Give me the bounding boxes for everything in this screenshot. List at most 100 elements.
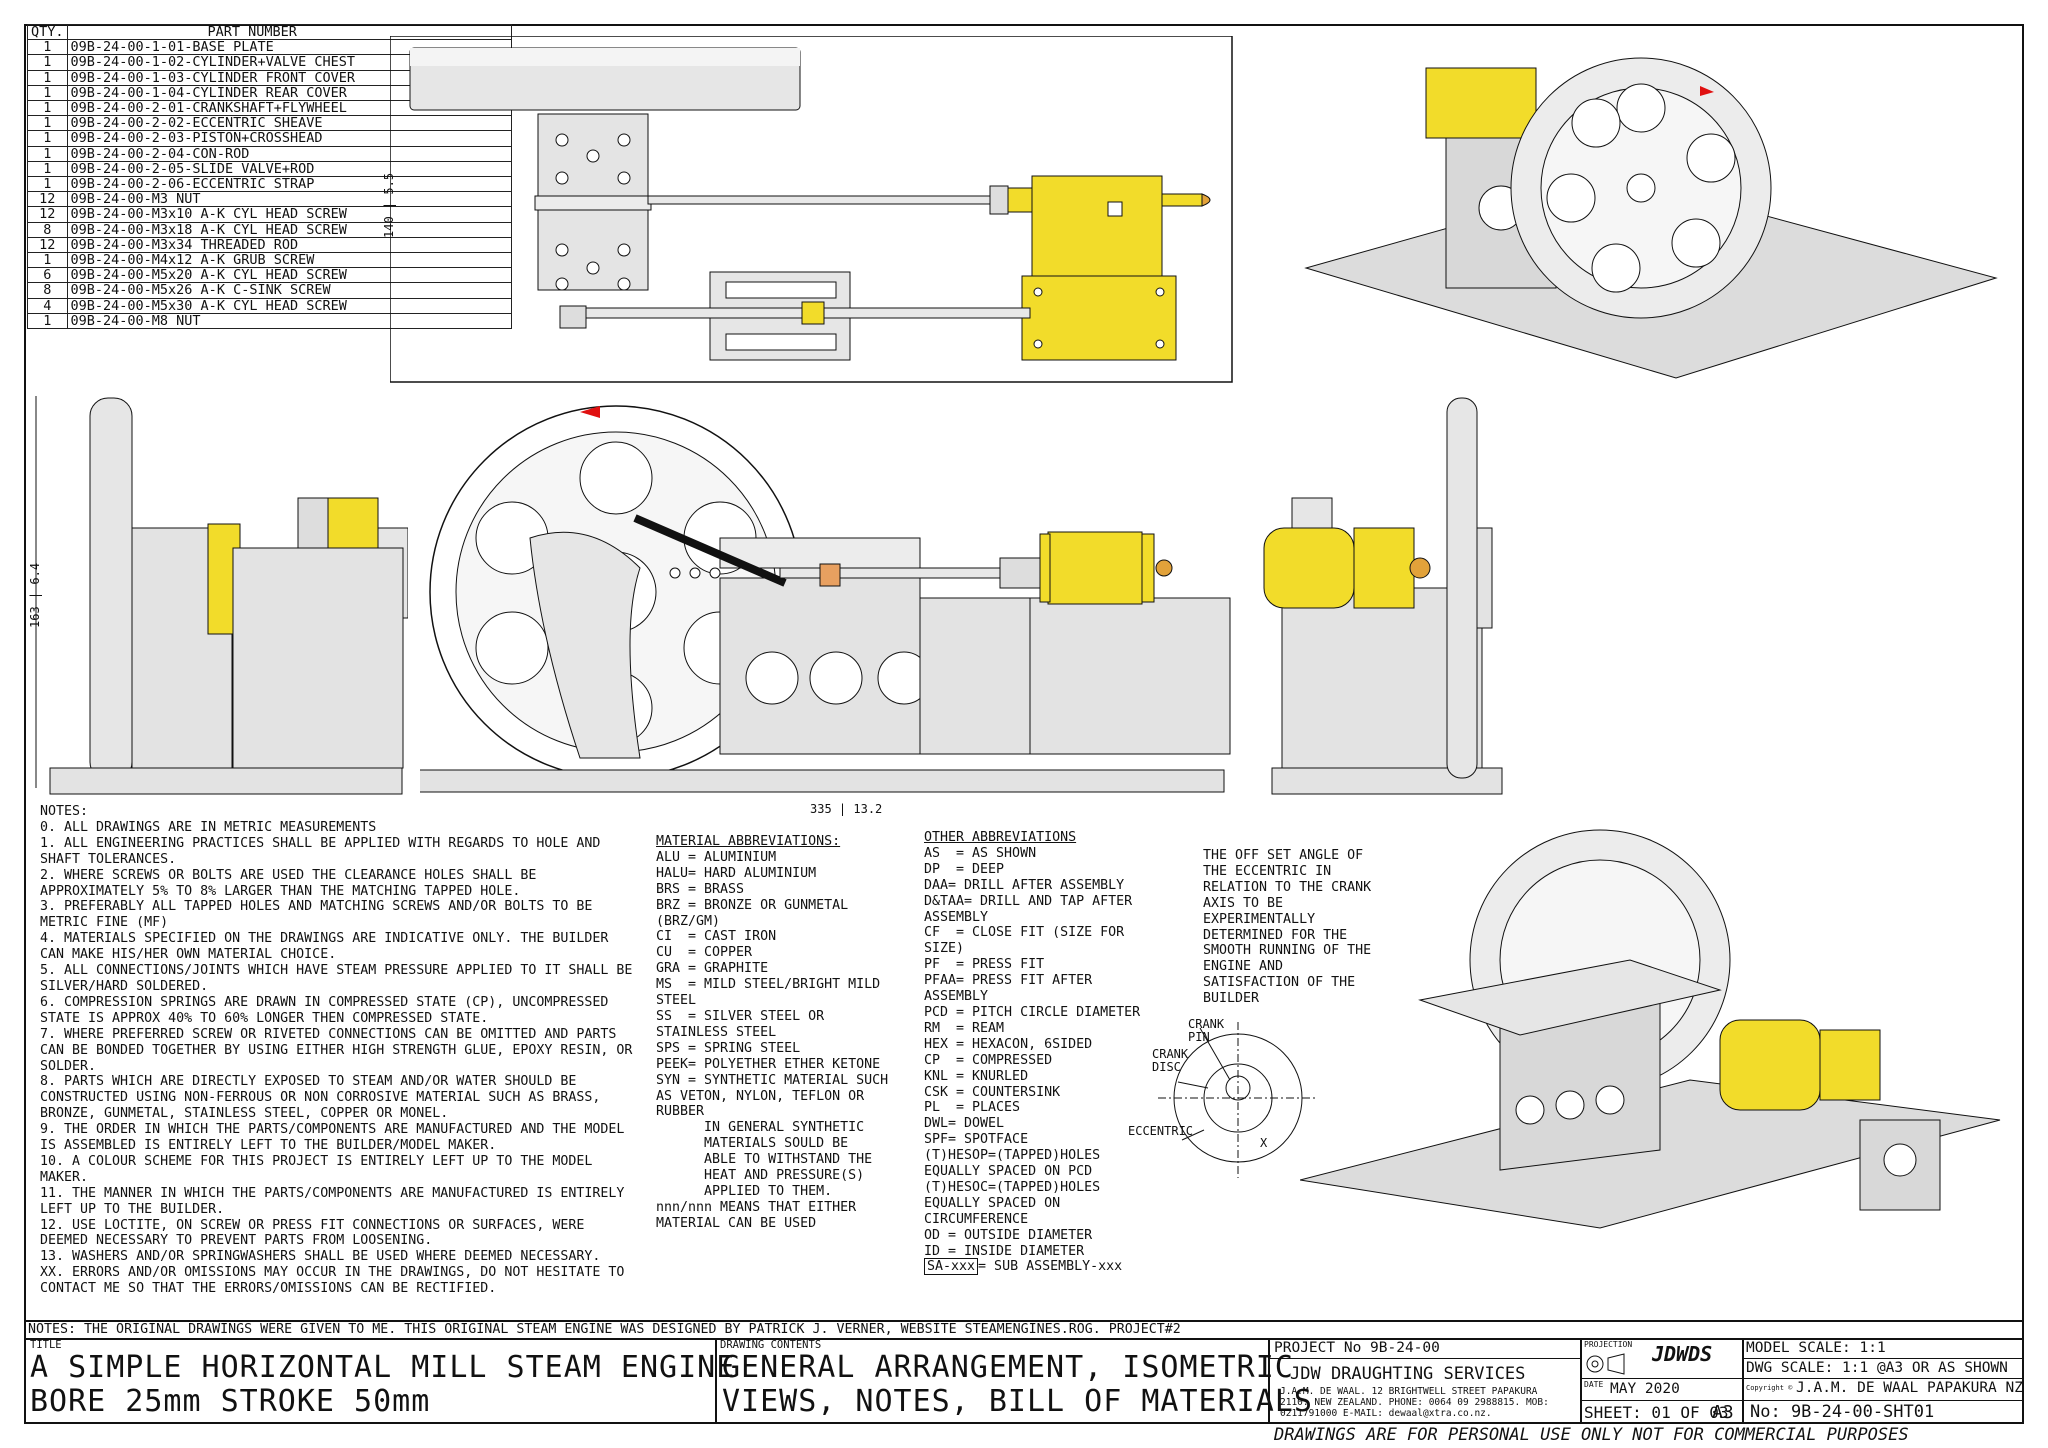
bom-qty: 6	[27, 267, 68, 284]
contents-line1: GENERAL ARRANGEMENT, ISOMETRIC	[722, 1350, 1294, 1385]
side-height-in: 6.4	[28, 562, 42, 585]
drawing-number: No: 9B-24-00-SHT01	[1750, 1402, 1935, 1422]
bom-qty: 4	[27, 297, 68, 314]
notes-body: 0. ALL DRAWINGS ARE IN METRIC MEASUREMEN…	[40, 819, 633, 1297]
bom-qty: 12	[27, 191, 68, 208]
drawing-date: MAY 2020	[1610, 1381, 1680, 1397]
projection-label: PROJECTION	[1584, 1340, 1633, 1349]
bom-qty: 1	[27, 84, 68, 102]
date-label: DATE	[1584, 1380, 1604, 1389]
title-block-divider-3	[1580, 1338, 1582, 1424]
drawing-title-line1: A SIMPLE HORIZONTAL MILL STEAM ENGINE	[30, 1350, 736, 1385]
drawing-scale: DWG SCALE: 1:1 @A3 OR AS SHOWN	[1746, 1360, 2008, 1376]
title-block-divider-2	[1268, 1338, 1270, 1424]
right-end-view-drawing	[1263, 397, 1503, 795]
address-line2: 2110. NEW ZEALAND. PHONE: 0064 09 298881…	[1280, 1397, 1549, 1408]
footer-note: NOTES: THE ORIGINAL DRAWINGS WERE GIVEN …	[28, 1322, 1181, 1337]
isometric-view-bottom	[1300, 829, 2001, 1229]
project-number: PROJECT No 9B-24-00	[1274, 1340, 1440, 1356]
copyright-label: Copyright ©	[1746, 1384, 1793, 1392]
sheet-size: A3	[1712, 1402, 1734, 1423]
front-view-drawing	[420, 405, 1231, 793]
title-block-scale-line	[1742, 1358, 2024, 1359]
title-label: TITLE	[30, 1339, 62, 1351]
bom-qty: 1	[27, 115, 68, 132]
x-dimension-label: X	[1260, 1136, 1268, 1150]
title-block-project-line	[1268, 1358, 1580, 1359]
material-body: ALU = ALUMINIUM HALU= HARD ALUMINIUM BRS…	[656, 849, 889, 1231]
bom-qty: 1	[27, 130, 68, 147]
bom-qty: 1	[27, 312, 68, 330]
bom-part-number: 09B-24-00-2-06-ECCENTRIC STRAP	[66, 176, 512, 193]
model-scale: MODEL SCALE: 1:1	[1746, 1340, 1886, 1356]
material-title: MATERIAL ABBREVIATIONS:	[656, 834, 841, 849]
bom-qty: 12	[27, 206, 68, 223]
drawing-title-line2: BORE 25mm STROKE 50mm	[30, 1384, 431, 1419]
address-line3: 0211791000 E-MAIL: dewaal@xtra.co.nz.	[1280, 1408, 1492, 1419]
title-block-sheet-line	[1580, 1400, 2024, 1401]
isometric-view-top	[1304, 57, 1998, 379]
bom-part-number: 09B-24-00-M8 NUT	[66, 312, 512, 330]
bom-qty-header: QTY.	[27, 23, 68, 41]
bom-qty: 1	[27, 54, 68, 71]
other-title: OTHER ABBREVIATIONS	[924, 830, 1077, 845]
sheet-number: SHEET: 01 OF 03	[1584, 1403, 1729, 1422]
notes-title: NOTES:	[40, 804, 89, 819]
length-mm: 335	[810, 802, 832, 816]
copyright-owner: J.A.M. DE WAAL PAPAKURA NZ	[1796, 1380, 2023, 1396]
bom-part-number: 09B-24-00-M5x30 A-K CYL HEAD SCREW	[66, 297, 512, 314]
company-logo: JDWDS	[1652, 1342, 1713, 1366]
side-height-mm: 163	[28, 606, 42, 628]
notes-block: NOTES: 0. ALL DRAWINGS ARE IN METRIC MEA…	[40, 804, 640, 1297]
bom-part-number: 09B-24-00-2-03-PISTON+CROSSHEAD	[66, 130, 512, 147]
top-height-dimension: 140 | 5.5	[382, 172, 396, 238]
title-block-date-line	[1580, 1378, 2024, 1379]
top-height-mm: 140	[382, 216, 396, 238]
bom-qty: 1	[27, 160, 68, 178]
bom-qty: 1	[27, 39, 68, 56]
side-height-dimension: 163 | 6.4	[28, 562, 42, 628]
footer-divider	[24, 1320, 2024, 1322]
top-view-drawing	[390, 36, 1233, 383]
bom-part-number: 09B-24-00-M3x10 A-K CYL HEAD SCREW	[66, 206, 512, 223]
sub-assembly-box: SA-xxx	[924, 1258, 979, 1276]
bom-qty: 8	[27, 282, 68, 299]
bom-part-number: 09B-24-00-2-02-ECCENTRIC SHEAVE	[66, 115, 512, 132]
bom-qty: 1	[27, 69, 68, 86]
bom-part-number: 09B-24-00-2-05-SLIDE VALVE+ROD	[66, 160, 512, 178]
bom-part-number: 09B-24-00-M3x18 A-K CYL HEAD SCREW	[66, 221, 512, 238]
bom-qty: 1	[27, 176, 68, 193]
crank-disc-label: CRANK DISC	[1152, 1047, 1189, 1074]
bom-part-number: 09B-24-00-M5x20 A-K CYL HEAD SCREW	[66, 267, 512, 284]
contents-line2: VIEWS, NOTES, BILL OF MATERIALS	[722, 1384, 1313, 1419]
crank-pin-label: CRANK PIN	[1188, 1017, 1225, 1044]
bom-qty: 12	[27, 236, 68, 254]
top-height-in: 5.5	[382, 172, 396, 195]
title-block-divider-4	[1742, 1338, 1744, 1424]
bom-qty: 8	[27, 221, 68, 238]
title-block-top-line	[24, 1338, 2024, 1340]
crank-eccentric-detail	[1158, 1022, 1318, 1178]
material-abbreviations: MATERIAL ABBREVIATIONS: ALU = ALUMINIUM …	[656, 834, 896, 1232]
other-body: AS = AS SHOWN DP = DEEP DAA= DRILL AFTER…	[924, 845, 1141, 1259]
projection-symbol-icon	[1586, 1353, 1625, 1375]
bom-part-number: 09B-24-00-M3x34 THREADED ROD	[66, 236, 512, 254]
sub-assembly-text: = SUB ASSEMBLY-xxx	[978, 1259, 1123, 1275]
eccentric-label: ECCENTRIC	[1128, 1124, 1194, 1138]
length-dimension: 335 | 13.2	[810, 802, 883, 816]
bom-part-number: 09B-24-00-M3 NUT	[66, 191, 512, 208]
other-abbreviations: OTHER ABBREVIATIONS AS = AS SHOWN DP = D…	[924, 830, 1164, 1276]
eccentric-note: THE OFF SET ANGLE OF THE ECCENTRIC IN RE…	[1203, 848, 1380, 1007]
